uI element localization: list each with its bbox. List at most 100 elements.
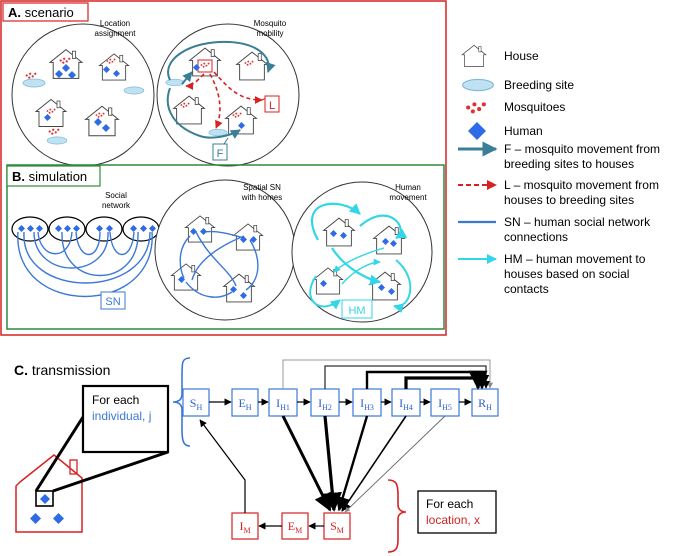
state-i-h1-label: I — [276, 396, 280, 410]
panel-b-frame — [6, 164, 445, 330]
hm-arrow — [310, 202, 361, 241]
svg-text:C. transmission: C. transmission — [14, 362, 110, 378]
house-icon — [461, 45, 487, 67]
svg-text:RH: RH — [478, 396, 492, 412]
state-s-h-label: S — [190, 396, 197, 410]
state-e-m-sub: M — [295, 526, 302, 535]
recovery-arc — [365, 370, 490, 390]
state-i-h3-label: I — [360, 396, 364, 410]
panel-a: A. scenario Location assignment Mosquito… — [0, 0, 447, 336]
location-bracket — [387, 479, 407, 553]
sn-connection — [75, 231, 101, 256]
zoom-line — [34, 416, 85, 492]
human-icon — [30, 513, 41, 524]
svg-text:SM: SM — [330, 519, 344, 535]
state-i-h5-sub: H5 — [442, 403, 452, 412]
sn-connection — [109, 231, 135, 255]
human-state-row: SH EH IH1 IH2 IH3 IH4 IH5 RH — [182, 388, 499, 417]
svg-text:IM: IM — [239, 519, 250, 535]
state-r-h-sub: H — [486, 403, 492, 412]
household-group — [85, 216, 123, 242]
social-network-label-1: Social — [105, 191, 127, 200]
breeding-site-icon — [462, 78, 494, 92]
human-movement-label-1: Human — [395, 183, 421, 192]
svg-text:A. scenario: A. scenario — [8, 5, 74, 20]
breeding-site-icon — [123, 86, 145, 95]
mosquitoes-icon — [466, 102, 486, 114]
f-arrow — [166, 87, 241, 139]
breeding-site-icon — [22, 78, 46, 88]
f-label: F — [217, 148, 224, 160]
svg-text:EM: EM — [288, 519, 302, 535]
location-assignment-circle — [11, 23, 155, 167]
human-icon — [53, 513, 64, 524]
state-i-m-sub: M — [243, 526, 250, 535]
legend-hm-line-1: HM – human movement to — [504, 252, 646, 266]
state-i-m-label: I — [239, 519, 243, 533]
location-label: location, x — [426, 513, 480, 527]
state-s-m-label: S — [330, 519, 337, 533]
l-arrow — [209, 73, 223, 129]
infection-arrow — [341, 415, 407, 512]
legend-sn-line-1: SN – human social network — [504, 215, 651, 229]
state-r-h-label: R — [478, 396, 486, 410]
recovery-arc — [282, 359, 493, 389]
hm-arrow — [393, 259, 412, 314]
breeding-site-icon — [165, 78, 185, 87]
legend: House Breeding site Mosquitoes Human F –… — [458, 45, 660, 296]
state-i-h2-label: I — [318, 396, 322, 410]
state-i-h5-label: I — [438, 396, 442, 410]
state-i-h1-sub: H1 — [280, 403, 290, 412]
sn-connection — [23, 231, 151, 284]
infection-arrow — [281, 415, 332, 512]
l-arrow — [213, 71, 263, 104]
sn-label: SN — [105, 296, 120, 308]
mosquito-state-row: IM EM SM — [231, 512, 351, 540]
state-e-h — [231, 388, 259, 417]
legend-house: House — [504, 49, 539, 63]
state-i-h2-sub: H2 — [322, 403, 332, 412]
f-arrow — [181, 71, 193, 85]
panel-b: B. simulation Social network — [6, 164, 445, 330]
legend-hm-line-2: houses based on social — [504, 267, 629, 281]
panel-b-title-box — [6, 165, 101, 187]
state-r-h — [471, 388, 499, 417]
hm-label-box — [341, 299, 373, 319]
location-assignment-label-2: assignment — [95, 29, 137, 38]
f-arrow — [167, 40, 276, 81]
breeding-site-icon — [46, 136, 68, 145]
individual-focus-box — [35, 490, 54, 507]
panel-b-tag: B. — [12, 169, 25, 184]
hm-arrow — [331, 247, 382, 286]
human-icon — [468, 122, 486, 140]
location-callout-box — [417, 490, 497, 534]
mosquito-mobility-label-1: Mosquito — [254, 19, 287, 28]
recovery-arc — [404, 370, 488, 390]
mosquito-mobility-circle — [156, 23, 300, 167]
human-movement-label-2: movement — [389, 193, 427, 202]
sn-connection — [191, 235, 245, 281]
legend-human: Human — [504, 124, 543, 138]
sn-connection — [179, 235, 191, 279]
panel-a-tag: A. — [8, 5, 21, 20]
human-icon — [40, 494, 50, 504]
social-network-groups — [11, 216, 160, 298]
spatial-sn-label-2: with homes — [241, 193, 282, 202]
state-i-h3-sub: H3 — [364, 403, 374, 412]
breeding-site-icon — [208, 128, 228, 137]
for-each-individual-label: For each — [92, 393, 139, 407]
location-assignment-label-1: Location — [100, 19, 130, 28]
legend-mosquitoes: Mosquitoes — [504, 100, 565, 114]
state-e-m-label: E — [288, 519, 295, 533]
social-network-label-2: network — [102, 201, 131, 210]
legend-f-line-1: F – mosquito movement from — [504, 142, 660, 156]
panel-a-frame — [0, 0, 447, 336]
sn-label-box — [100, 291, 126, 310]
infection-arrow — [199, 419, 246, 513]
sn-connection — [61, 231, 139, 277]
l-callout-box — [264, 95, 280, 113]
for-each-location-label: For each — [426, 497, 473, 511]
hm-arrow — [333, 247, 385, 273]
panel-a-title-box — [2, 2, 89, 22]
chimney — [69, 459, 78, 475]
